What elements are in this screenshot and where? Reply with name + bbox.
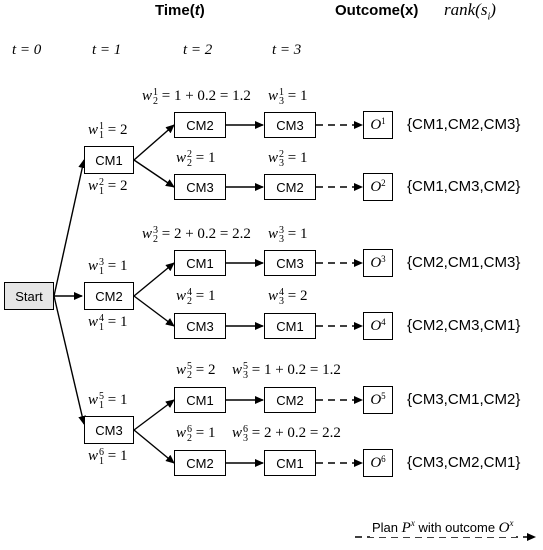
legend-plan-var: Px bbox=[401, 518, 415, 536]
rank-label-2: {CM1,CM3,CM2} bbox=[407, 178, 521, 195]
node-l3-4: CM1 bbox=[264, 313, 316, 339]
node-l2-6: CM2 bbox=[174, 450, 226, 476]
rank-label-6: {CM3,CM2,CM1} bbox=[407, 454, 521, 471]
start-node: Start bbox=[4, 282, 54, 310]
edge-l1-3 bbox=[133, 262, 175, 297]
node-l1-cm1: CM1 bbox=[84, 146, 134, 174]
time-label-3: t = 3 bbox=[272, 42, 302, 58]
edge-l1-2 bbox=[133, 159, 175, 188]
edge-l1-1 bbox=[133, 124, 175, 161]
rank-label-3: {CM2,CM1,CM3} bbox=[407, 254, 521, 271]
node-l2-1: CM2 bbox=[174, 112, 226, 138]
legend-with: with outcome bbox=[418, 520, 496, 535]
node-l3-6: CM1 bbox=[264, 450, 316, 476]
outcome-header: Outcome(x) bbox=[335, 2, 419, 19]
time-label-2: t = 2 bbox=[183, 42, 213, 58]
edge-l1-4 bbox=[133, 295, 175, 327]
node-l3-2: CM2 bbox=[264, 174, 316, 200]
edge-start-cm1 bbox=[53, 159, 87, 297]
rank-label-1: {CM1,CM2,CM3} bbox=[407, 116, 521, 133]
legend: Plan Px with outcome Ox bbox=[370, 518, 516, 537]
node-l3-5: CM2 bbox=[264, 387, 316, 413]
node-l2-5: CM1 bbox=[174, 387, 226, 413]
node-l3-3: CM3 bbox=[264, 250, 316, 276]
node-l1-cm2: CM2 bbox=[84, 282, 134, 310]
edge-l1-5 bbox=[133, 399, 175, 431]
time-header: Time(t) bbox=[155, 2, 205, 19]
edge-l1-6 bbox=[133, 429, 175, 464]
node-l2-3: CM1 bbox=[174, 250, 226, 276]
legend-outcome-var: Ox bbox=[498, 518, 514, 536]
node-l2-4: CM3 bbox=[174, 313, 226, 339]
legend-plan: Plan bbox=[372, 520, 399, 535]
time-label-1: t = 1 bbox=[92, 42, 122, 58]
node-l2-2: CM3 bbox=[174, 174, 226, 200]
time-label-0: t = 0 bbox=[12, 42, 42, 58]
rank-header: rank(si) bbox=[444, 0, 496, 23]
node-l3-1: CM3 bbox=[264, 112, 316, 138]
rank-label-4: {CM2,CM3,CM1} bbox=[407, 317, 521, 334]
edge-start-cm3 bbox=[53, 295, 87, 425]
rank-label-5: {CM3,CM1,CM2} bbox=[407, 391, 521, 408]
node-l1-cm3: CM3 bbox=[84, 416, 134, 444]
